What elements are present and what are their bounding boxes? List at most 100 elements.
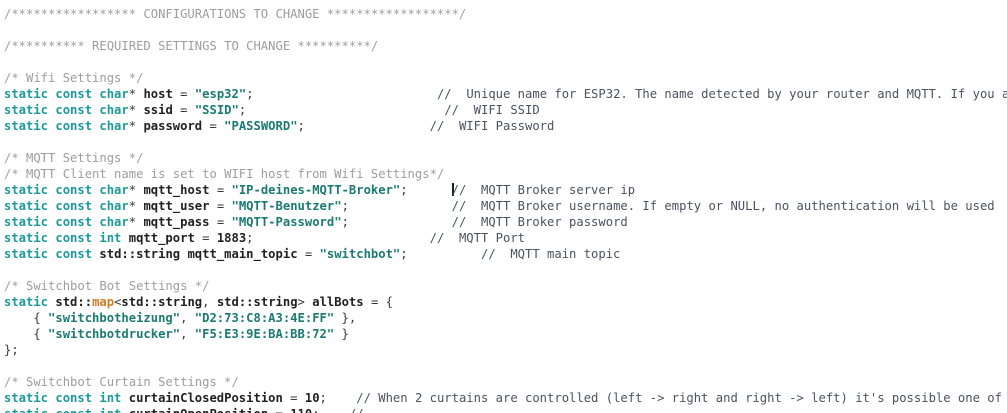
code-punctuation: }; (4, 343, 19, 357)
code-keyword: static const char (4, 199, 129, 213)
code-whitespace (305, 119, 430, 133)
code-punctuation: = (282, 391, 305, 405)
code-line[interactable]: /* MQTT Client name is set to WIFI host … (0, 166, 1007, 182)
code-string: "D2:73:C8:A3:4E:FF" (194, 311, 335, 325)
code-keyword: static const int (4, 407, 121, 413)
code-whitespace (254, 231, 430, 245)
code-identifier: mqtt_main_topic (187, 247, 298, 261)
code-identifier: ssid (143, 103, 173, 117)
code-identifier: allBots (312, 295, 364, 309)
code-punctuation: < (114, 295, 122, 309)
code-keyword: static const int (4, 231, 122, 245)
code-keyword: static const char (4, 215, 129, 229)
code-punctuation: * (128, 103, 144, 117)
code-punctuation: = (209, 183, 232, 197)
code-string: "F5:E3:9E:BA:BB:72" (194, 327, 335, 341)
code-keyword: static (4, 295, 49, 309)
code-line[interactable]: static const std::string mqtt_main_topic… (0, 246, 1007, 262)
code-punctuation: ; (246, 231, 254, 245)
code-line[interactable] (0, 22, 1007, 38)
code-identifier: curtainClosedPosition (128, 391, 283, 405)
code-comment: /********** REQUIRED SETTINGS TO CHANGE … (4, 39, 379, 53)
code-comment: // MQTT Broker password (451, 215, 628, 229)
code-line[interactable]: { "switchbotheizung", "D2:73:C8:A3:4E:FF… (0, 310, 1007, 326)
code-comment: // WIFI Password (429, 119, 555, 133)
code-string: "IP-deines-MQTT-Broker" (231, 183, 401, 197)
code-identifier: password (143, 119, 203, 133)
code-line[interactable] (0, 134, 1007, 150)
code-keyword: static const char (4, 183, 129, 197)
code-punctuation: * (128, 183, 144, 197)
code-type: std::string (121, 295, 203, 309)
code-line[interactable]: /* Wifi Settings */ (0, 70, 1007, 86)
code-punctuation: = (268, 407, 290, 413)
code-string: "PASSWORD" (224, 119, 298, 133)
code-whitespace (408, 183, 452, 197)
code-punctuation: ; (400, 183, 408, 197)
code-string: "MQTT-Password" (231, 215, 342, 229)
code-comment: // MQTT Broker username. If empty or NUL… (451, 199, 995, 213)
code-punctuation: * (128, 87, 144, 101)
code-punctuation (121, 391, 128, 405)
code-comment: // WIFI SSID (444, 103, 540, 117)
code-punctuation: ; (246, 87, 254, 101)
code-line[interactable]: static const int curtainClosedPosition =… (0, 390, 1007, 406)
code-comment: // MQTT Broker server ip (451, 183, 636, 197)
code-punctuation: = (172, 103, 195, 117)
code-comment: /***************** CONFIGURATIONS TO CHA… (4, 7, 467, 21)
code-punctuation: = (209, 199, 232, 213)
code-line[interactable]: static const char* ssid = "SSID"; // WIF… (0, 102, 1007, 118)
code-type: std::string (99, 247, 181, 261)
code-comment: // MQTT main topic (480, 247, 621, 261)
code-line[interactable]: static const int curtainOpenPosition = 1… (0, 406, 1007, 413)
code-line[interactable]: /********** REQUIRED SETTINGS TO CHANGE … (0, 38, 1007, 54)
code-line[interactable]: static std::map<std::string, std::string… (0, 294, 1007, 310)
code-identifier: mqtt_port (128, 231, 195, 245)
code-number: 110 (290, 407, 312, 413)
code-number: 1883 (216, 231, 247, 245)
code-punctuation: = (202, 119, 225, 133)
code-line[interactable]: }; (0, 342, 1007, 358)
code-string: "switchbotdrucker" (48, 327, 181, 341)
code-line[interactable] (0, 262, 1007, 278)
code-line[interactable]: static const int mqtt_port = 1883; // MQ… (0, 230, 1007, 246)
code-line[interactable]: /* MQTT Settings */ (0, 150, 1007, 166)
code-keyword: static const char (4, 103, 129, 117)
code-line[interactable] (0, 54, 1007, 70)
code-line[interactable] (0, 358, 1007, 374)
code-line[interactable]: /***************** CONFIGURATIONS TO CHA… (0, 6, 1007, 22)
code-whitespace (327, 391, 356, 405)
code-line[interactable]: static const char* mqtt_pass = "MQTT-Pas… (0, 214, 1007, 230)
code-comment: // Unique name for ESP32. The name detec… (436, 87, 1007, 101)
code-line[interactable]: { "switchbotdrucker", "F5:E3:9E:BA:BB:72… (0, 326, 1007, 342)
code-line[interactable]: static const char* host = "esp32"; // Un… (0, 86, 1007, 102)
code-whitespace (349, 199, 452, 213)
code-punctuation: , (180, 311, 195, 325)
code-line[interactable]: static const char* mqtt_host = "IP-deine… (0, 182, 1007, 198)
code-punctuation: = (194, 231, 217, 245)
code-punctuation: , (180, 327, 195, 341)
code-punctuation: = (209, 215, 232, 229)
code-identifier: mqtt_pass (143, 215, 210, 229)
code-punctuation: ; (312, 407, 319, 413)
code-punctuation: ; (400, 247, 408, 261)
code-line[interactable]: static const char* mqtt_user = "MQTT-Ben… (0, 198, 1007, 214)
code-punctuation: * (128, 215, 144, 229)
code-line[interactable]: /* Switchbot Bot Settings */ (0, 278, 1007, 294)
code-punctuation (121, 407, 128, 413)
code-punctuation: ; (341, 199, 349, 213)
code-punctuation: } (334, 327, 349, 341)
code-punctuation (121, 231, 128, 245)
code-keyword: static const (4, 247, 93, 261)
code-identifier: mqtt_host (143, 183, 210, 197)
code-type: std::string (216, 295, 298, 309)
code-line[interactable]: static const char* password = "PASSWORD"… (0, 118, 1007, 134)
code-line[interactable]: /* Switchbot Curtain Settings */ (0, 374, 1007, 390)
code-identifier: mqtt_user (143, 199, 210, 213)
code-punctuation: { (4, 327, 49, 341)
code-punctuation: , (202, 295, 217, 309)
code-punctuation: { (4, 311, 49, 325)
code-comment: /* Switchbot Curtain Settings */ (4, 375, 239, 389)
code-comment: // When 2 curtains are controlled (left … (356, 391, 1007, 405)
